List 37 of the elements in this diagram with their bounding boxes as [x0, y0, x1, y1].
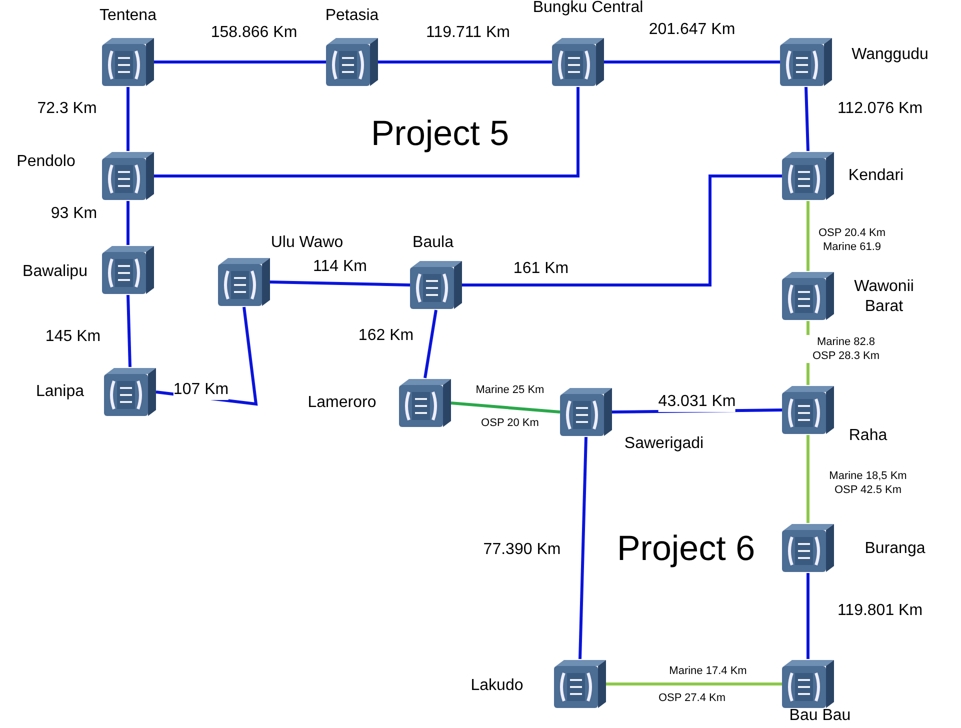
- cable-line: [424, 310, 438, 378]
- node-name: Bau Bau: [789, 706, 851, 726]
- node-name: Bawalipu: [22, 262, 88, 282]
- distance-label: 107 Km: [173, 380, 229, 400]
- cable-line: [126, 87, 130, 151]
- node-name: Pendolo: [16, 152, 76, 172]
- cable-line: [462, 174, 782, 286]
- cable-line: [450, 402, 560, 414]
- cable-line: [604, 60, 780, 64]
- node-name: Lameroro: [308, 393, 376, 413]
- node-name: Petasia: [325, 6, 379, 26]
- cable-line: [806, 573, 810, 659]
- cable-line: [806, 201, 810, 271]
- node-name: Sawerigadi: [624, 434, 704, 454]
- node-name: Kendari: [848, 166, 904, 186]
- cable-line: [606, 682, 782, 686]
- cable-line: [378, 60, 552, 64]
- node-name: Lanipa: [36, 382, 84, 402]
- node-name: Wawonii Barat: [853, 277, 915, 317]
- distance-label: 43.031 Km: [658, 392, 736, 412]
- cable-line: [806, 435, 810, 523]
- node-name: Bungku Central: [532, 0, 644, 18]
- node-name: Lakudo: [470, 676, 524, 696]
- cable-line: [612, 408, 782, 414]
- node-name: Baula: [412, 233, 454, 253]
- node-name: Wanggudu: [852, 45, 928, 65]
- cable-line: [154, 87, 580, 178]
- node-name: Buranga: [864, 539, 926, 559]
- cable-line: [154, 60, 326, 64]
- cable-line: [126, 201, 130, 245]
- cable-line: [270, 280, 410, 286]
- cable-line: [126, 294, 132, 368]
- cable-line: [578, 436, 588, 660]
- node-name: Tentena: [100, 6, 156, 26]
- node-name: Ulu Wawo: [270, 233, 344, 253]
- node-name: Raha: [848, 426, 888, 446]
- cable-line: [804, 86, 810, 152]
